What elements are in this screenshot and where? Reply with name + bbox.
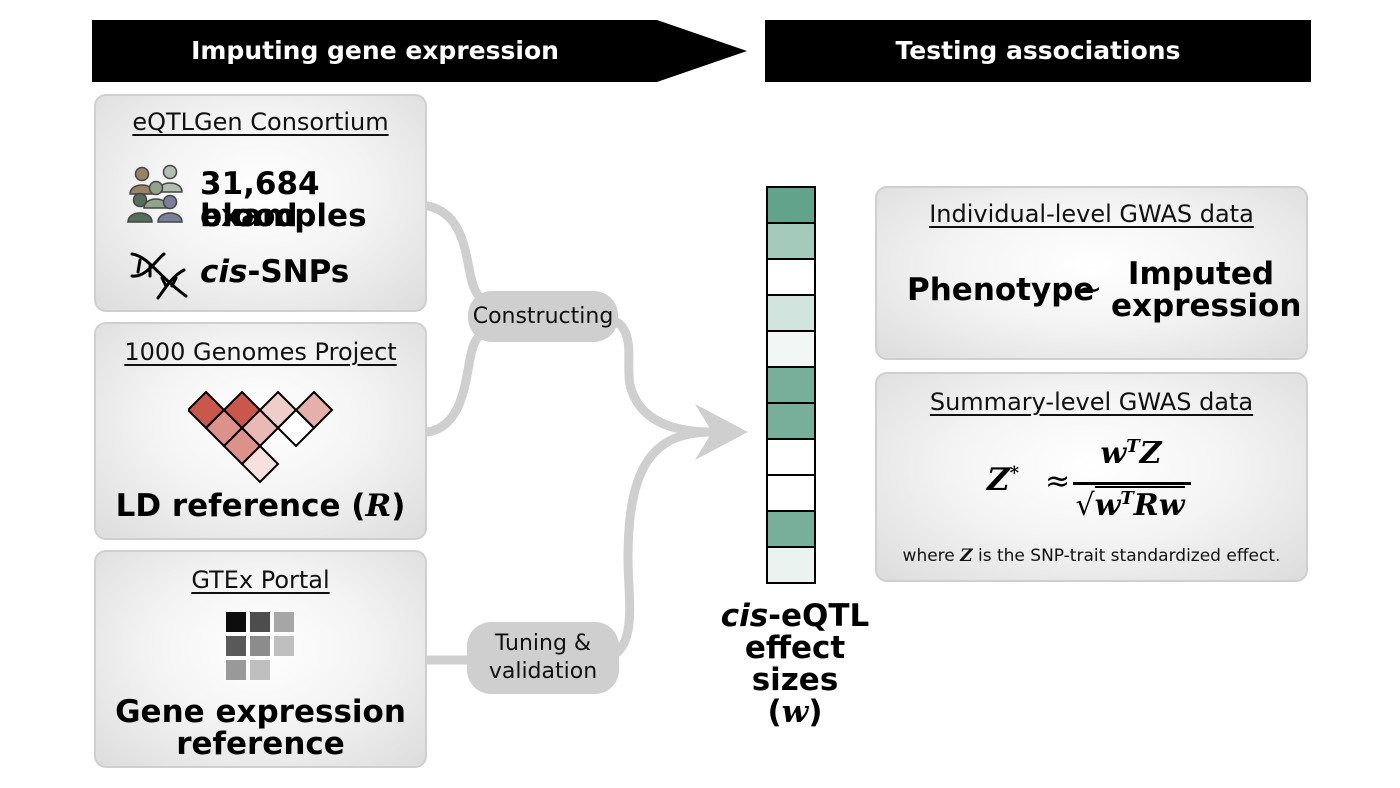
weights-label-line3: (w) — [700, 696, 890, 728]
z-symbol: Z — [987, 462, 1010, 498]
summary-box: Summary-level GWAS data Z* ≈ wTZ √wTRw w… — [875, 372, 1308, 582]
z-star: Z* — [987, 462, 1019, 498]
weight-cell — [766, 258, 816, 296]
tuning-validation-step: Tuning & validation — [467, 622, 619, 694]
genomes-box: 1000 Genomes Project LD reference (R) — [94, 322, 427, 540]
gtex-title: GTEx Portal — [191, 566, 330, 594]
z-star-sup: * — [1009, 462, 1020, 484]
connector-constructing — [595, 312, 717, 437]
expression-cell — [226, 636, 246, 656]
expression-cell — [226, 612, 246, 632]
sqrt-symbol: √ — [1075, 488, 1095, 523]
weight-cell — [766, 546, 816, 584]
weight-vector — [766, 186, 816, 584]
expression-cell — [250, 636, 270, 656]
weights-label-line2: effect sizes — [744, 630, 846, 698]
imputed-line2: expression — [1111, 288, 1302, 324]
weight-cell — [766, 330, 816, 368]
cis-snps-rest: -SNPs — [247, 254, 350, 290]
summary-title: Summary-level GWAS data — [929, 388, 1254, 416]
tuning-line2: validation — [488, 659, 598, 684]
ld-symbol: R — [365, 488, 392, 524]
fraction-bar — [1073, 482, 1191, 485]
people-icon — [127, 164, 183, 223]
z-definition-note: where Z is the SNP-trait standardized ef… — [877, 546, 1306, 566]
imputed-expression-label: Imputed expression — [1111, 256, 1302, 324]
ld-cell — [276, 408, 316, 448]
gtex-label-line2: reference — [176, 726, 345, 762]
weight-cell — [766, 474, 816, 512]
cis-snps-label: cis-SNPs — [200, 256, 349, 288]
expression-cell — [250, 612, 270, 632]
ld-cell — [222, 426, 262, 466]
den-w: w — [1094, 488, 1121, 523]
ld-label-text: LD reference ( — [115, 488, 366, 524]
num-w: w — [1100, 436, 1127, 471]
eqtlgen-title: eQTLGen Consortium — [132, 108, 389, 136]
den-sup: T — [1120, 488, 1134, 509]
weights-cis: cis — [720, 598, 769, 634]
banner-imputing-label: Imputing gene expression — [191, 36, 559, 65]
dna-icon — [130, 252, 188, 300]
expression-cell — [274, 636, 294, 656]
expression-cell — [226, 660, 246, 680]
expression-grid-icon — [226, 612, 294, 680]
expression-cell — [274, 612, 294, 632]
note-pre: where — [902, 546, 955, 566]
weight-cell — [766, 222, 816, 260]
weights-eqtl: -eQTL — [768, 598, 870, 634]
den-rw: Rw — [1133, 488, 1185, 523]
paren-open: ( — [767, 694, 782, 730]
weight-cell — [766, 402, 816, 440]
formula-denominator: √wTRw — [1065, 486, 1195, 523]
formula-numerator: wTZ — [1071, 436, 1191, 471]
banner-testing-label: Testing associations — [895, 36, 1181, 65]
phenotype-label: Phenotype — [907, 272, 1095, 308]
paren-close: ) — [808, 694, 823, 730]
individual-title: Individual-level GWAS data — [929, 200, 1254, 228]
arrow-head — [695, 404, 748, 460]
imputed-line1: Imputed — [1127, 256, 1275, 292]
approx-symbol: ≈ — [1045, 464, 1071, 499]
weights-label: cis-eQTL effect sizes (w) — [700, 600, 890, 728]
tilde-symbol: ∼ — [1077, 272, 1103, 307]
constructing-step: Constructing — [468, 291, 618, 342]
num-sup: T — [1126, 436, 1140, 457]
weights-label-line1: cis-eQTL — [700, 600, 890, 632]
eqtlgen-box: eQTLGen Consortium 31,684 blood examples… — [94, 94, 427, 312]
expression-cell — [250, 660, 270, 680]
weight-cell — [766, 186, 816, 224]
weight-cell — [766, 294, 816, 332]
ld-matrix-icon — [188, 390, 334, 484]
gtex-box: GTEx Portal Gene expression reference — [94, 550, 427, 768]
weight-cell — [766, 438, 816, 476]
weight-cell — [766, 510, 816, 548]
banner-imputing: Imputing gene expression — [92, 20, 748, 82]
radicand: wTRw — [1094, 486, 1185, 523]
num-z: Z — [1139, 436, 1162, 471]
note-post: is the SNP-trait standardized effect. — [978, 546, 1281, 566]
cis-snps-italic: cis — [200, 254, 248, 290]
sample-unit: examples — [200, 198, 367, 234]
ld-reference-label: LD reference (R) — [96, 490, 425, 522]
weights-symbol: w — [781, 694, 809, 730]
individual-box: Individual-level GWAS data Phenotype ∼ I… — [875, 186, 1308, 360]
connector-gtex — [423, 427, 717, 665]
tuning-line1: Tuning & — [494, 631, 592, 656]
note-symbol: Z — [960, 546, 973, 566]
weight-cell — [766, 366, 816, 404]
sample-count: 31,684 blood — [200, 166, 320, 234]
ld-label-end: ) — [391, 488, 406, 524]
genomes-title: 1000 Genomes Project — [124, 338, 397, 366]
banner-testing: Testing associations — [765, 20, 1311, 82]
gtex-label-line1: Gene expression — [115, 694, 406, 730]
